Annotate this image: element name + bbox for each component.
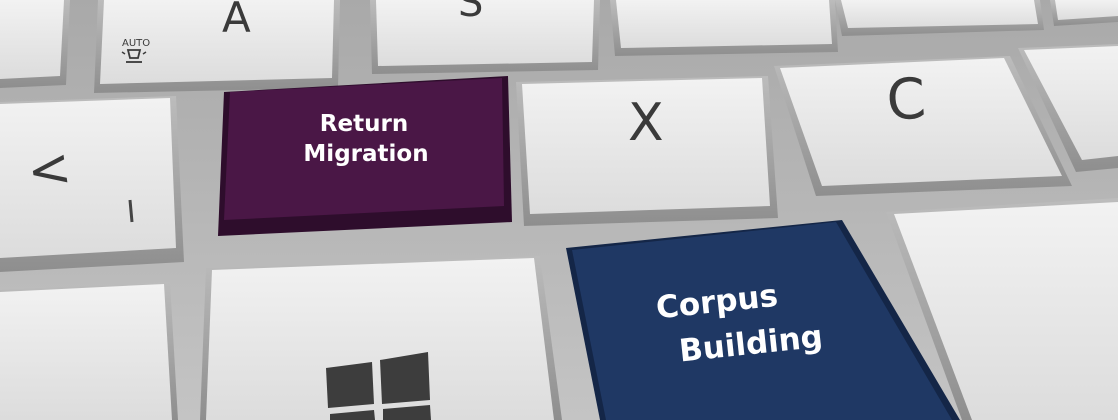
corpus-building-key[interactable]: Corpus Building bbox=[566, 220, 960, 420]
corpus-building-key-face bbox=[572, 222, 952, 420]
key-c bbox=[774, 56, 1072, 196]
key-right-bottom bbox=[886, 198, 1118, 420]
key-c-label: C bbox=[884, 66, 928, 134]
key-s bbox=[370, 0, 600, 74]
windows-logo-icon bbox=[326, 352, 431, 420]
key-comma bbox=[0, 96, 184, 272]
key-windows bbox=[200, 256, 562, 420]
key-s-label: S bbox=[458, 0, 483, 26]
key-x bbox=[516, 76, 778, 226]
key-comma-tick bbox=[128, 199, 134, 223]
key-f bbox=[835, 0, 1044, 36]
key-d bbox=[610, 0, 838, 56]
key-top-left bbox=[0, 0, 70, 88]
svg-text:AUTO: AUTO bbox=[122, 38, 150, 49]
key-a bbox=[94, 0, 340, 93]
key-x-label: X bbox=[628, 93, 664, 153]
key-g bbox=[1050, 0, 1118, 26]
return-migration-line1: Return bbox=[320, 111, 408, 137]
auto-light-icon: AUTO bbox=[121, 38, 150, 63]
key-v bbox=[1018, 44, 1118, 172]
key-bottom-left bbox=[0, 282, 178, 420]
key-comma-label: < bbox=[23, 137, 75, 202]
return-migration-key[interactable]: Return Migration bbox=[218, 76, 512, 236]
key-a-label: A bbox=[222, 0, 251, 42]
return-migration-key-face bbox=[224, 78, 504, 220]
return-migration-line2: Migration bbox=[303, 141, 428, 167]
